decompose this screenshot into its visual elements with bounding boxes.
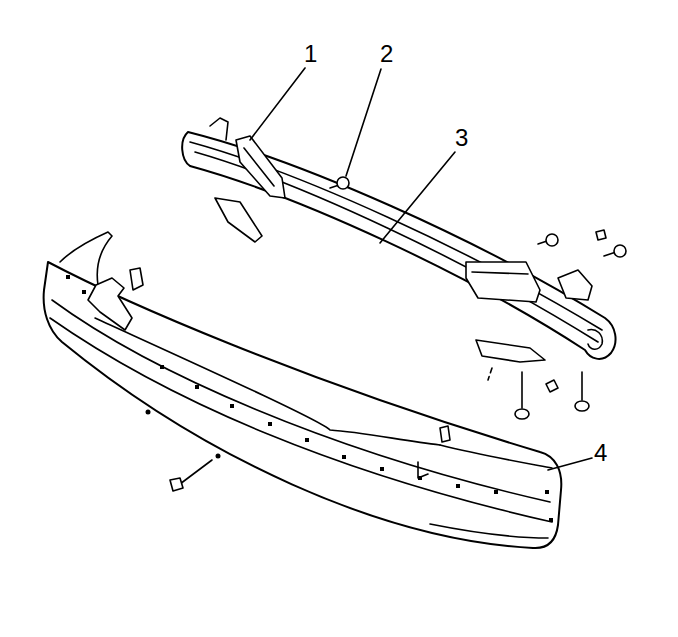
leader-line <box>250 68 592 470</box>
impact-bar <box>182 118 615 359</box>
mounting-bracket <box>215 136 592 362</box>
callout-number: 4 <box>594 441 607 465</box>
callout-number: 2 <box>380 42 393 66</box>
fastener <box>330 177 626 419</box>
bumper-fascia <box>44 232 562 548</box>
callout-number: 3 <box>455 126 468 150</box>
callout-number: 1 <box>304 42 317 66</box>
